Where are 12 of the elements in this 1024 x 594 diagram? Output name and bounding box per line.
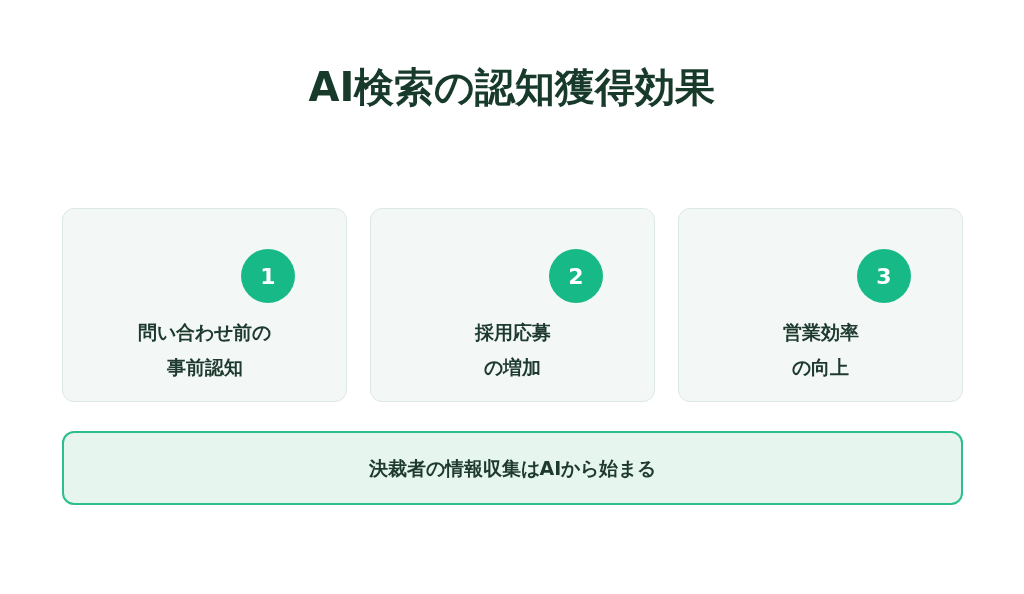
banner-text: 決裁者の情報収集はAIから始まる xyxy=(368,455,657,481)
number-badge: 1 xyxy=(241,249,295,303)
number-badge: 2 xyxy=(549,249,603,303)
title: AI検索の認知獲得効果 xyxy=(307,63,717,112)
card-text: 営業効率の向上 xyxy=(781,320,860,380)
banner-box xyxy=(62,431,963,505)
card-text: 問い合わせ前の事前認知 xyxy=(137,320,272,380)
card xyxy=(678,208,963,402)
card xyxy=(62,208,347,402)
number-badge: 3 xyxy=(857,249,911,303)
card-text: 採用応募の増加 xyxy=(473,320,552,380)
card xyxy=(370,208,655,402)
